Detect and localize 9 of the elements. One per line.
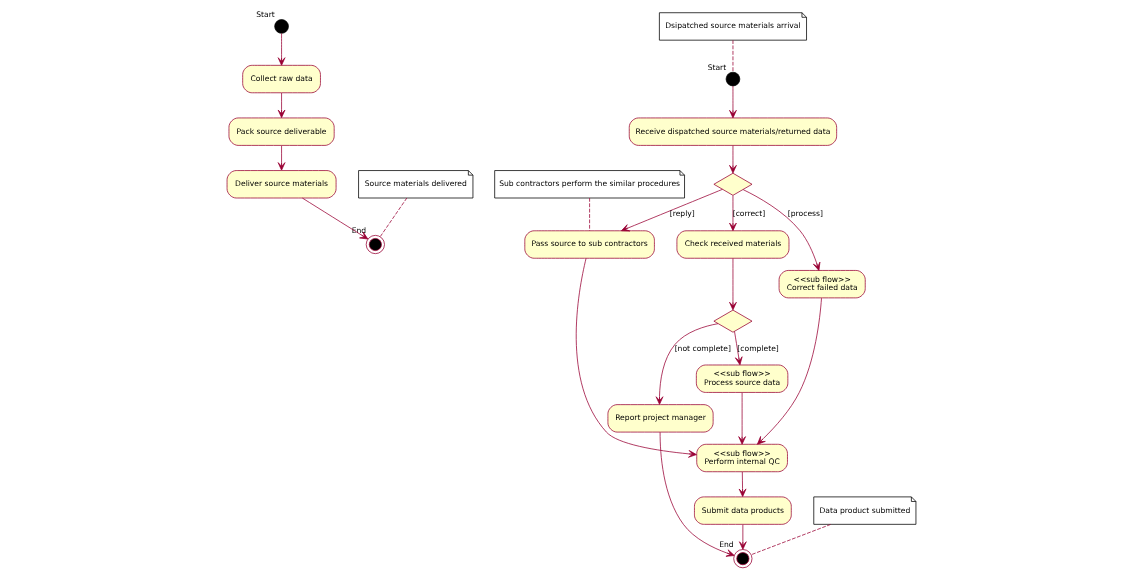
edge-label: [process] — [787, 209, 823, 219]
node-label: End — [719, 540, 734, 550]
node-label: Start — [707, 62, 727, 72]
node-label: End — [351, 226, 367, 236]
node-label: Start — [256, 10, 275, 20]
edge-label: [correct] — [732, 209, 766, 219]
edge-label: [not complete] — [674, 343, 732, 353]
edge-label: [complete] — [737, 343, 779, 353]
edge-label: [reply] — [669, 209, 695, 219]
